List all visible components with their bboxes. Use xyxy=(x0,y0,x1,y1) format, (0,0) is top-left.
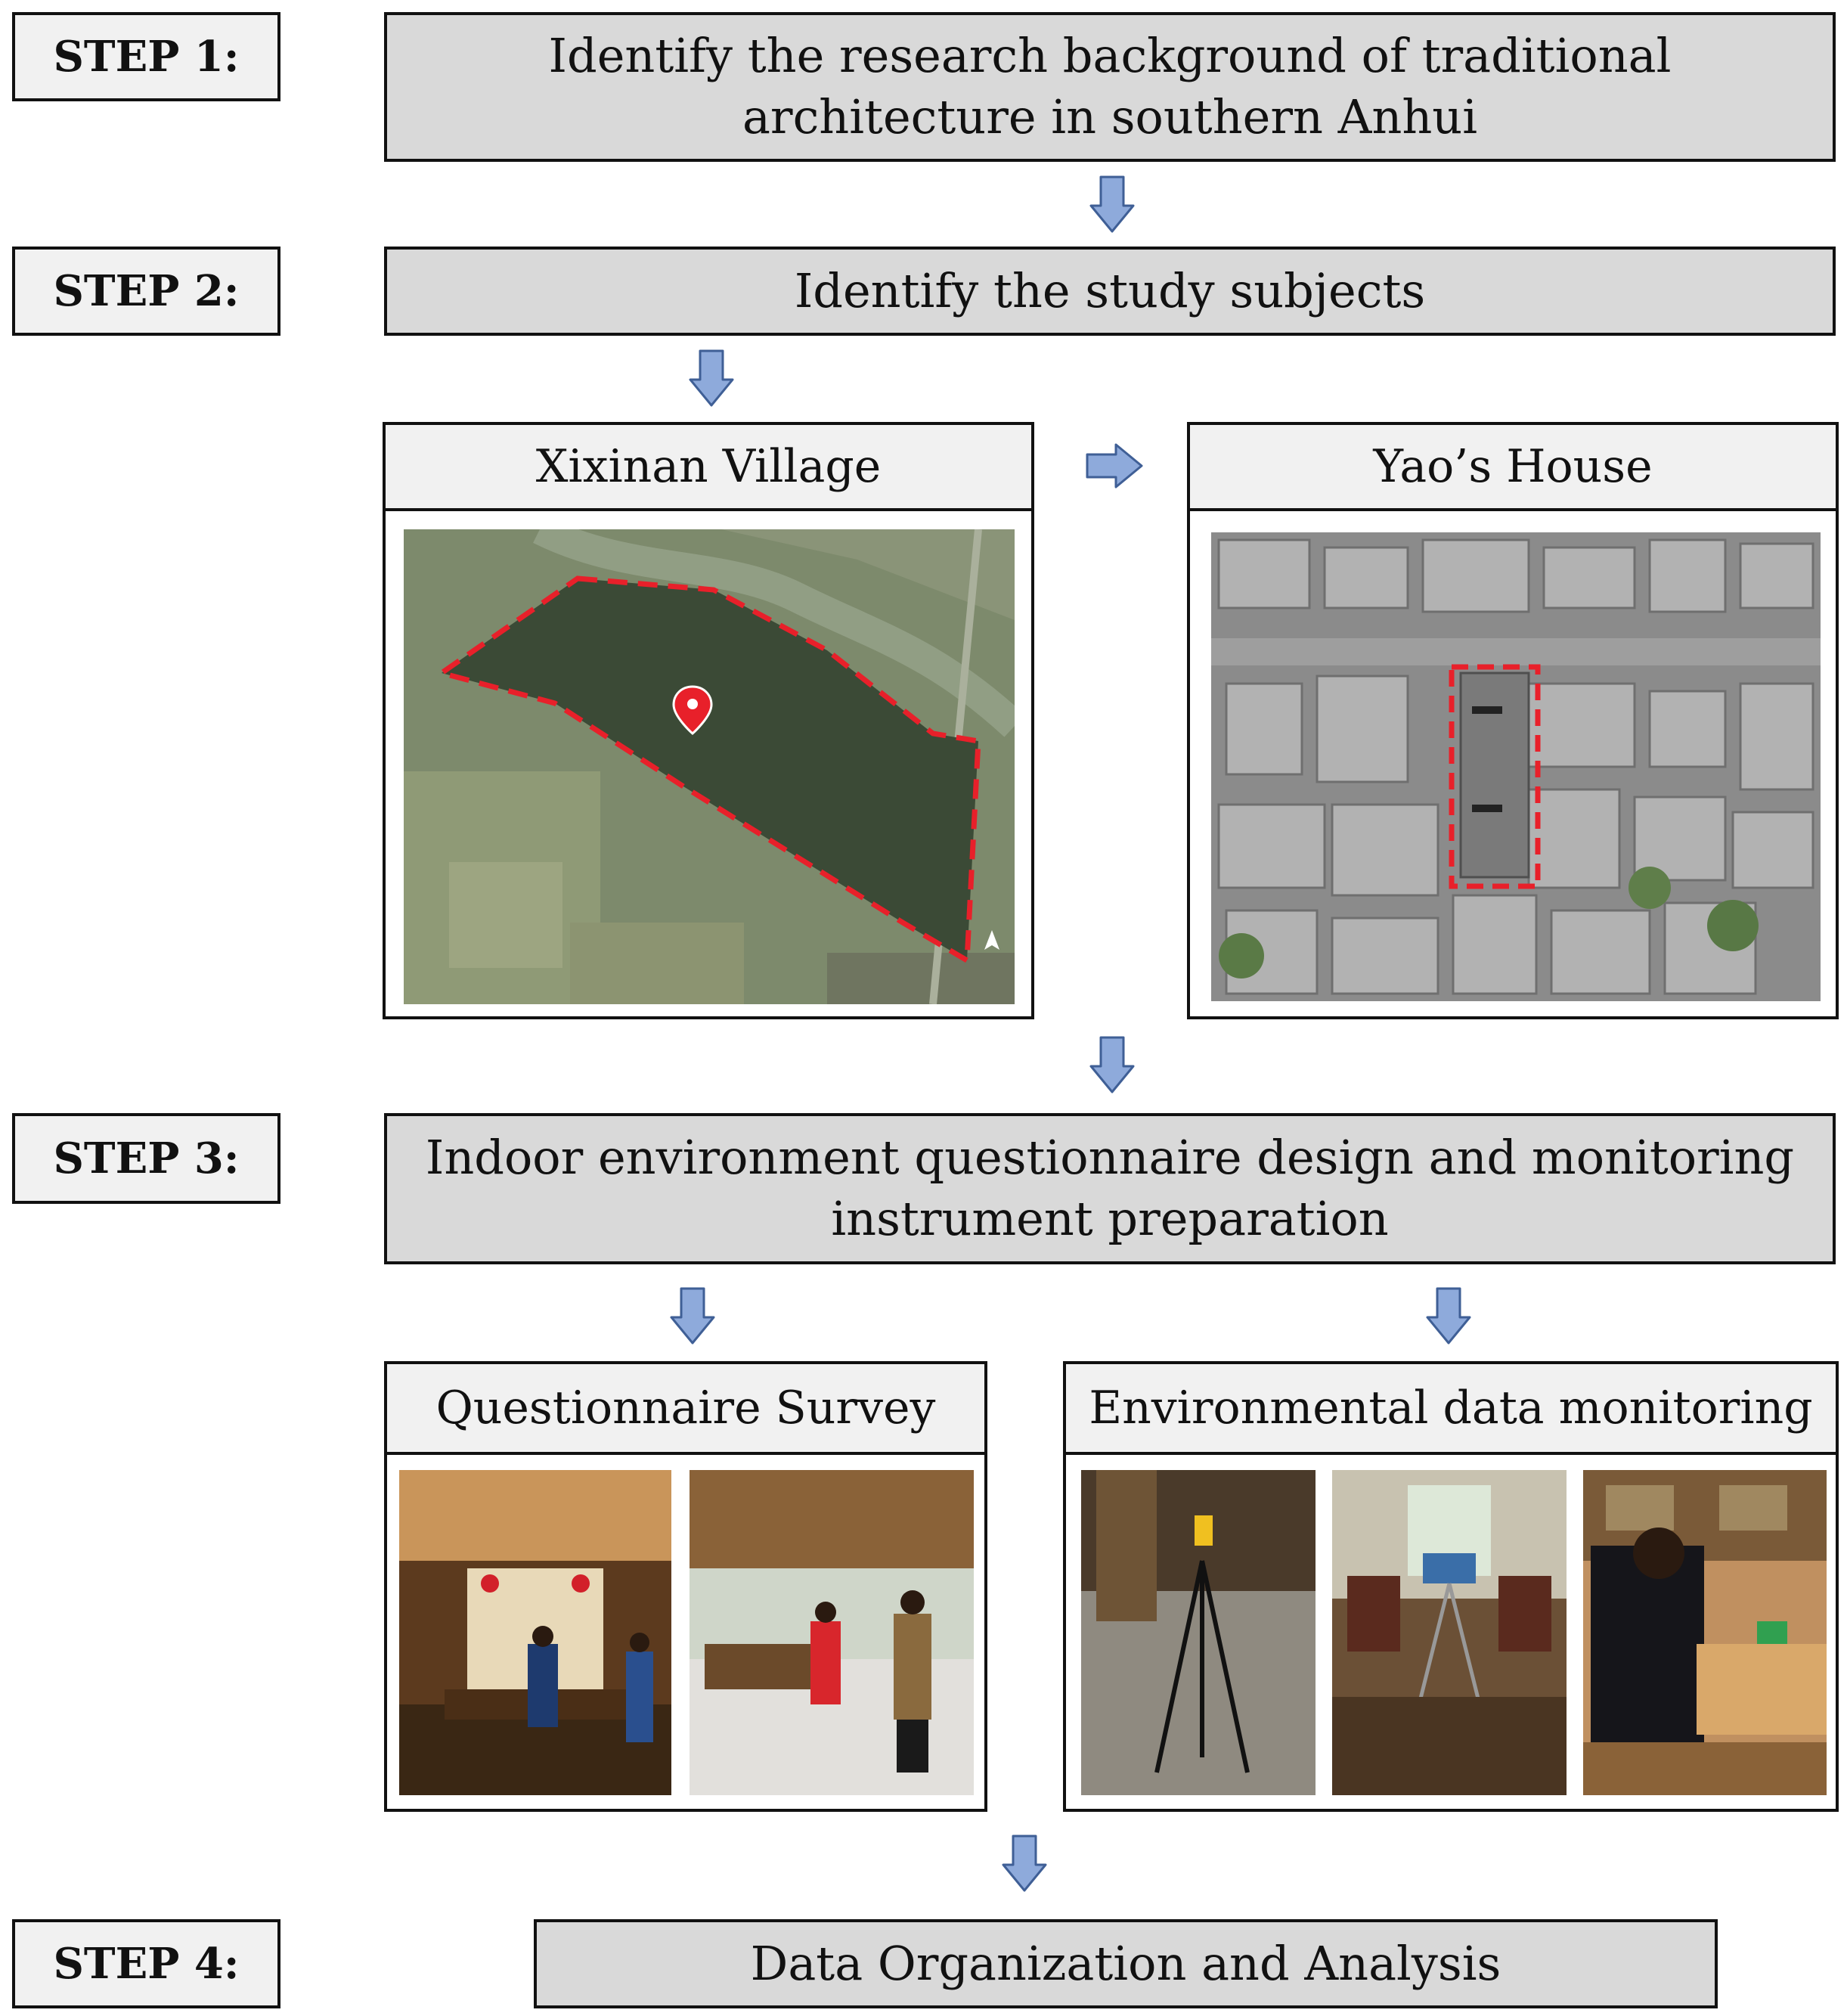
monitoring-title: Environmental data monitoring xyxy=(1063,1361,1839,1455)
step-2-task: Identify the study subjects xyxy=(384,247,1836,336)
step-4-task: Data Organization and Analysis xyxy=(534,1919,1718,2008)
step-2-label: STEP 2: xyxy=(12,247,280,336)
step-3-label: STEP 3: xyxy=(12,1113,280,1204)
village-panel xyxy=(383,508,1034,1019)
house-panel xyxy=(1187,508,1839,1019)
house-title: Yao’s House xyxy=(1187,422,1839,511)
step-1-label: STEP 1: xyxy=(12,12,280,101)
step-1-task: Identify the research background of trad… xyxy=(384,12,1836,162)
arrow-down-icon xyxy=(1002,1835,1047,1892)
survey-panel xyxy=(384,1452,987,1812)
monitoring-photo-2 xyxy=(1332,1470,1567,1795)
monitoring-photo-1 xyxy=(1081,1470,1316,1795)
step-3-task: Indoor environment questionnaire design … xyxy=(384,1113,1836,1264)
village-satellite-map xyxy=(404,529,1015,1004)
survey-photo-2 xyxy=(690,1470,974,1795)
arrow-down-icon xyxy=(689,349,734,407)
village-title: Xixinan Village xyxy=(383,422,1034,511)
arrow-down-icon xyxy=(1426,1287,1471,1345)
survey-title: Questionnaire Survey xyxy=(384,1361,987,1455)
arrow-down-icon xyxy=(670,1287,715,1345)
arrow-down-icon xyxy=(1089,1036,1135,1093)
monitoring-photo-3 xyxy=(1583,1470,1827,1795)
monitoring-panel xyxy=(1063,1452,1839,1812)
arrow-down-icon xyxy=(1089,175,1135,233)
house-aerial-photo xyxy=(1211,532,1821,1001)
survey-photo-1 xyxy=(399,1470,671,1795)
arrow-right-icon xyxy=(1086,443,1143,488)
step-4-label: STEP 4: xyxy=(12,1919,280,2008)
